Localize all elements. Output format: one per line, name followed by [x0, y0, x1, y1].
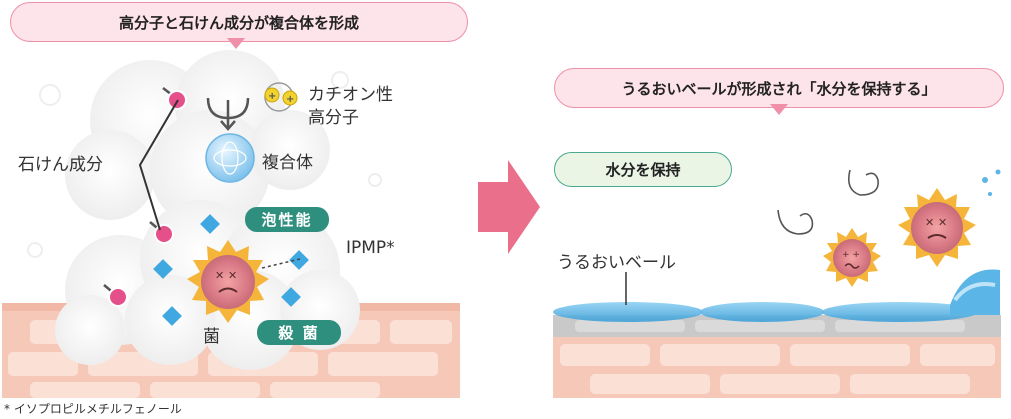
- soap-molecules: [103, 87, 187, 307]
- soap-label: 石けん成分: [18, 155, 103, 175]
- sterilize-tag: 殺 菌: [257, 320, 341, 345]
- moisture-tag: 水分を保持: [554, 152, 732, 187]
- svg-text:+ +: + +: [842, 250, 860, 260]
- bacteria-label: 菌: [203, 327, 220, 347]
- curved-arrow-icon: [206, 97, 250, 131]
- small-bubbles: [27, 71, 382, 258]
- cation-label-line1: カチオン性: [308, 85, 393, 105]
- foaming-tag: 泡性能: [245, 207, 329, 232]
- veil-label: うるおいベール: [557, 253, 676, 273]
- svg-text:+: +: [268, 91, 276, 102]
- complex-label: 複合体: [262, 153, 313, 173]
- complex-sphere-icon: [205, 133, 255, 183]
- footnote: * イソプロピルメチルフェノール: [4, 402, 182, 416]
- cation-label-line2: 高分子: [308, 108, 359, 128]
- cation-polymer-icon: + +: [264, 82, 298, 112]
- transition-arrow: [478, 160, 540, 254]
- germ-icon: ✕ ✕: [187, 240, 269, 323]
- germ-large-icon: ✕ ✕: [898, 188, 976, 267]
- right-title: うるおいベールが形成され「水分を保持する」: [621, 79, 937, 98]
- svg-text:✕ ✕: ✕ ✕: [215, 269, 237, 282]
- svg-text:✕ ✕: ✕ ✕: [925, 216, 947, 229]
- right-skin: [553, 315, 1001, 398]
- left-title-bubble: 高分子と石けん成分が複合体を形成: [10, 2, 468, 42]
- ipmp-label: IPMP*: [346, 238, 395, 258]
- moisture-tag-label: 水分を保持: [605, 161, 681, 179]
- left-bubble-tail: [227, 38, 245, 49]
- germ-small-icon: + +: [823, 228, 881, 287]
- svg-text:+: +: [286, 94, 294, 105]
- left-title: 高分子と石けん成分が複合体を形成: [118, 13, 359, 32]
- swirl-lines: [777, 169, 879, 235]
- moisture-veil: [553, 269, 1000, 322]
- water-droplets: [982, 169, 1001, 196]
- right-bubble-tail: [770, 104, 788, 115]
- right-title-bubble: うるおいベールが形成され「水分を保持する」: [554, 68, 1004, 108]
